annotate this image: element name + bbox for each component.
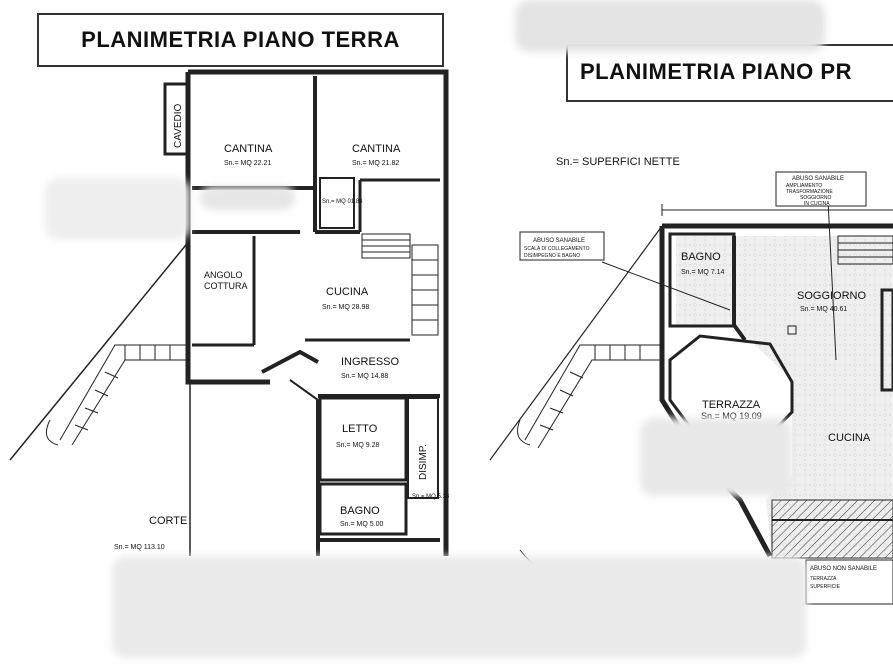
note-bottom-line-1: ABUSO NON SANABILE [810,566,877,572]
cavedio-label: CAVEDIO [173,104,184,148]
note-top-line-3: TRASFORMAZIONE [786,189,833,195]
ff-bagno-label: BAGNO [681,251,721,263]
bagno-label: BAGNO [340,505,380,517]
angolo-cottura-label-1: ANGOLO [204,270,243,280]
bagno-area: Sn.= MQ 5.00 [340,521,383,528]
small-room-area: Sn.= MQ 01.84 [322,199,363,205]
blurred-region-left-2 [200,186,295,210]
cantina-2-area: Sn.= MQ 21.82 [352,160,399,167]
letto-label: LETTO [342,423,378,435]
disimp-label: DISIMP. [418,444,429,480]
ingresso-area: Sn.= MQ 14.88 [341,373,388,380]
disimp-area: Sn.= MQ 5.18 [412,494,450,500]
external-stair-right [517,344,662,449]
ff-bagno-area: Sn.= MQ 7.14 [681,269,724,276]
legend-text: Sn.= SUPERFICI NETTE [556,156,680,168]
note-left-line-2: SCALA DI COLLEGAMENTO [524,246,590,252]
letto-area: Sn.= MQ 9.28 [336,442,379,449]
blurred-region-bottom [112,556,807,658]
note-top-line-4: SOGGIORNO [800,195,832,201]
ground-stairs [361,233,439,336]
cucina-label: CUCINA [326,286,369,298]
ff-cucina-label: CUCINA [828,432,871,444]
ground-floor-plan [9,69,449,556]
title-piano-terra: PLANIMETRIA PIANO TERRA [37,13,444,67]
cantina-1-area: Sn.= MQ 22.21 [224,160,271,167]
soggiorno-label: SOGGIORNO [797,290,867,302]
blurred-region-left [45,178,190,240]
ingresso-label: INGRESSO [341,356,400,368]
cantina-1-label: CANTINA [224,143,273,155]
angolo-cottura-label-2: COTTURA [204,281,248,291]
note-left-line-3: DISIMPEGNO E BAGNO [524,253,580,259]
note-left-line-1: ABUSO SANABILE [533,238,585,244]
ground-floor-outer-wall [188,69,449,556]
blurred-region-center [640,418,792,496]
terrazza-area: Sn.= MQ 19.09 [701,411,762,421]
cavedio-box [163,82,190,156]
cucina-area: Sn.= MQ 28.98 [322,304,369,311]
note-bottom-line-3: SUPERFICIE [810,584,841,590]
cantina-2-label: CANTINA [352,143,401,155]
title-piano-primo: PLANIMETRIA PIANO PR [566,44,893,102]
corte-area: Sn.= MQ 113.10 [114,544,165,551]
soggiorno-area: Sn.= MQ 40.61 [800,306,847,313]
external-stair-left [45,344,190,446]
terrazza-label: TERRAZZA [702,399,761,411]
note-top-line-2: AMPLIAMENTO [786,183,822,189]
note-bottom-line-2: TERRAZZA [810,576,837,582]
note-top-line-1: ABUSO SANABILE [792,176,844,182]
corte-label: CORTE [149,515,187,527]
blurred-region-top [515,0,825,52]
corte-outline [9,239,191,461]
note-top-line-5: IN CUCINA [804,201,830,207]
